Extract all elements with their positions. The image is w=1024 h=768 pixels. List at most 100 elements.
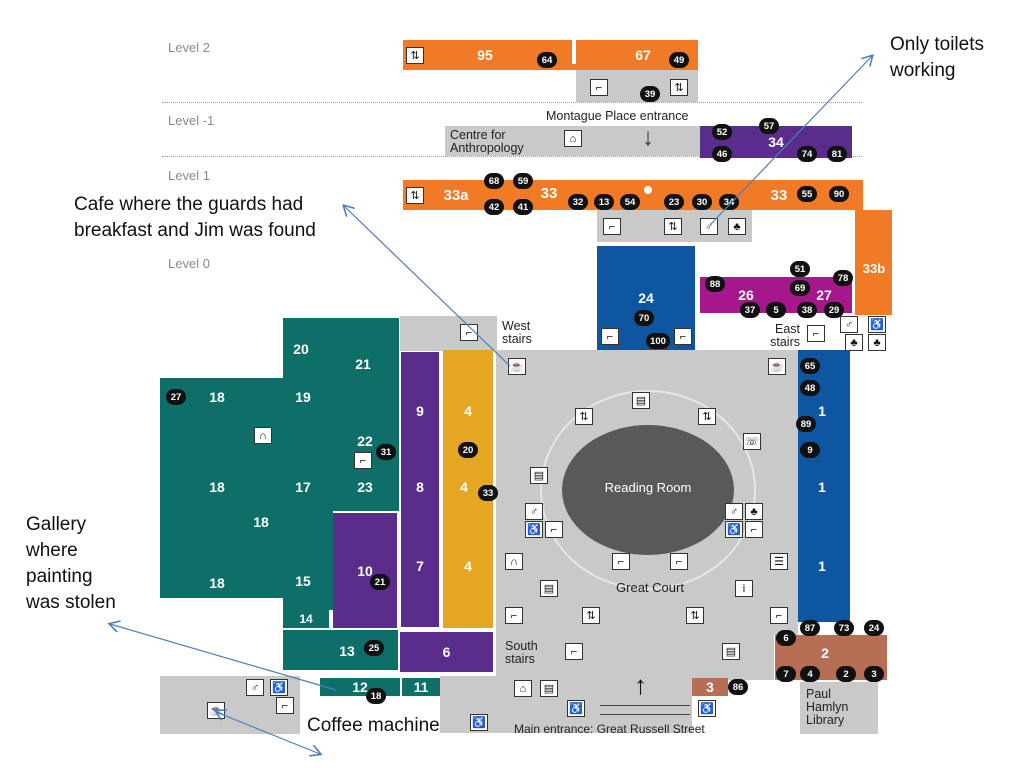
great-court-label: Great Court [616, 580, 684, 595]
room-19[interactable]: 19 [295, 389, 311, 405]
badge-87: 87 [800, 620, 820, 636]
lift-icon: ⇅ [582, 607, 600, 624]
stairs-icon: ⌐ [670, 553, 688, 570]
stairs-icon: ⌐ [674, 328, 692, 345]
arrow-coffee [215, 711, 320, 754]
accessible-lift-icon: ♿ [698, 700, 716, 717]
level-2-label: Level 2 [168, 40, 210, 55]
room-7[interactable]: 7 [416, 558, 424, 574]
room-6[interactable]: 6 [400, 632, 493, 672]
room-4c[interactable]: 4 [464, 558, 472, 574]
annotation-gallery: Gallery where painting was stolen [26, 514, 116, 613]
room-15[interactable]: 15 [295, 573, 311, 589]
room-1c[interactable]: 1 [818, 558, 826, 574]
reading-room[interactable] [562, 425, 734, 555]
room-21[interactable]: 21 [355, 356, 371, 372]
badge-13: 13 [594, 194, 614, 210]
library-block[interactable] [800, 682, 878, 734]
room-4b[interactable]: 4 [460, 479, 468, 495]
room-26[interactable]: 26 [738, 287, 754, 303]
arrow-coffee-tail [216, 711, 226, 716]
badge-25: 25 [364, 640, 384, 656]
shop-icon: ▤ [530, 467, 548, 484]
badge-51: 51 [790, 261, 810, 277]
badge-27: 27 [166, 389, 186, 405]
badge-52: 52 [712, 124, 732, 140]
badge-3: 3 [864, 666, 884, 682]
level-0-label: Level 0 [168, 256, 210, 271]
room-33a[interactable]: 33a [443, 186, 469, 204]
stairs-icon: ⌐ [601, 328, 619, 345]
badge-34: 34 [719, 194, 739, 210]
badge-37: 37 [740, 302, 760, 318]
badge-70: 70 [634, 310, 654, 326]
room-95[interactable]: 95 [477, 47, 493, 63]
badge-46: 46 [712, 146, 732, 162]
room-67[interactable]: 67 [635, 47, 651, 63]
room-33b[interactable]: 33b [862, 260, 886, 276]
stairs-icon: ⌐ [590, 79, 608, 96]
room-1a[interactable]: 1 [818, 403, 826, 419]
room-15-block[interactable] [283, 510, 333, 610]
room-33b-column[interactable] [855, 210, 892, 315]
level-separator [162, 156, 862, 157]
room-20[interactable]: 20 [293, 341, 309, 357]
baby-change-icon: ♣ [868, 334, 886, 351]
room-33[interactable]: 33 [540, 184, 558, 202]
badge-39: 39 [640, 86, 660, 102]
room-9[interactable]: 9 [416, 403, 424, 419]
stairs-icon: ⌐ [612, 553, 630, 570]
stairs-icon: ⌐ [745, 521, 763, 538]
teal-block-upper[interactable] [283, 318, 399, 511]
room-17[interactable]: 17 [295, 479, 311, 495]
lift-icon: ⇅ [575, 408, 593, 425]
badge-38: 38 [797, 302, 817, 318]
badge-6-east: 6 [776, 630, 796, 646]
south-stairs-label: South stairs [505, 639, 538, 666]
badge-33: 33 [478, 485, 498, 501]
lift-icon: ⇅ [664, 218, 682, 235]
accessible-icon: ♿ [470, 714, 488, 731]
baby-change-icon: ♣ [845, 334, 863, 351]
cloakroom-icon: ⌂ [514, 680, 532, 697]
toilet-icon: ♂ [246, 679, 264, 696]
accessible-icon: ♿ [525, 521, 543, 538]
annotation-cafe: Cafe where the guards had breakfast and … [74, 194, 316, 241]
stairs-icon: ⌐ [603, 218, 621, 235]
entrance-steps [600, 705, 690, 715]
annotation-coffee-machine: Coffee machine [307, 713, 440, 739]
badge-2: 2 [836, 666, 856, 682]
room-18-block[interactable] [160, 378, 290, 598]
badge-57: 57 [759, 118, 779, 134]
lift-icon: ⇅ [406, 47, 424, 64]
badge-21: 21 [370, 574, 390, 590]
room-1b[interactable]: 1 [818, 479, 826, 495]
shop-icon: ▤ [540, 580, 558, 597]
divider [572, 40, 576, 64]
room-2-label: 2 [821, 645, 829, 661]
badge-9-east: 9 [800, 442, 820, 458]
room-18a[interactable]: 18 [209, 389, 225, 405]
accessible-icon: ♿ [868, 316, 886, 333]
badge-89: 89 [796, 416, 816, 432]
room-18d[interactable]: 18 [209, 575, 225, 591]
stairs-icon: ⌐ [770, 607, 788, 624]
shop-icon: ▤ [540, 680, 558, 697]
room-9-8-7-column[interactable] [401, 352, 439, 627]
cloakroom-icon: ⌂ [564, 130, 582, 147]
badge-30: 30 [692, 194, 712, 210]
room-18c[interactable]: 18 [253, 514, 269, 530]
room-23[interactable]: 23 [357, 479, 373, 495]
stairs-icon: ⌐ [276, 697, 294, 714]
room-8[interactable]: 8 [416, 479, 424, 495]
room-4a[interactable]: 4 [464, 403, 472, 419]
room-27[interactable]: 27 [816, 287, 832, 303]
toilet-icon: ♂ [525, 503, 543, 520]
room-22[interactable]: 22 [357, 433, 373, 449]
badge-42: 42 [484, 199, 504, 215]
badge-65: 65 [800, 358, 820, 374]
badge-29: 29 [824, 302, 844, 318]
room-18b[interactable]: 18 [209, 479, 225, 495]
room-33-east[interactable]: 33 [770, 186, 788, 204]
badge-100: 100 [646, 333, 670, 349]
